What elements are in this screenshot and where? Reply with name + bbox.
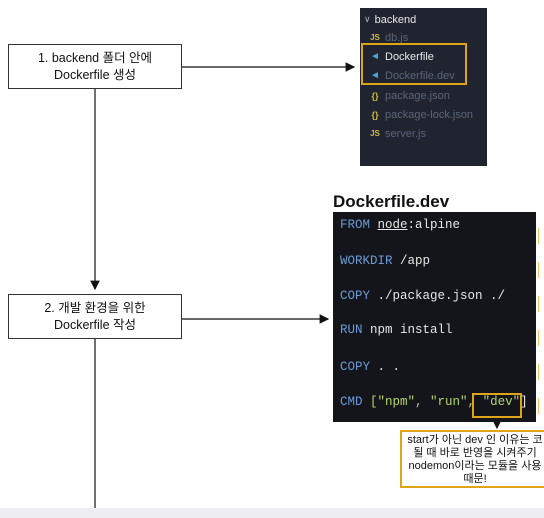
js-file-icon: JS [370, 33, 380, 42]
code-line: COPY ./package.json ./ [340, 289, 506, 303]
step-1-line1: 1. backend 폴더 안에 [37, 50, 153, 65]
code-line: CMD ["npm", "run", "dev"] [340, 395, 528, 409]
file-item[interactable]: {} package-lock.json [368, 105, 473, 124]
json-file-icon: {} [371, 109, 379, 120]
step-2-line2: Dockerfile 작성 [53, 317, 137, 332]
file-item[interactable]: JS db.js [368, 28, 408, 47]
docker-whale-icon: ◄ [370, 70, 380, 81]
json-file-icon: {} [371, 90, 379, 101]
bottom-bar [0, 508, 544, 518]
edge-mark [538, 398, 543, 414]
dev-highlight [472, 393, 522, 418]
edge-mark [538, 330, 543, 346]
edge-mark [538, 228, 543, 244]
docker-whale-icon: ◄ [370, 51, 380, 62]
file-item[interactable]: ◄ Dockerfile.dev [368, 66, 455, 85]
file-item[interactable]: ◄ Dockerfile [368, 47, 434, 66]
code-line: WORKDIR /app [340, 254, 431, 268]
code-line: FROM node:alpine [340, 218, 461, 232]
step-1-box: 1. backend 폴더 안에 Dockerfile 생성 [8, 44, 182, 89]
folder-label: backend [374, 13, 417, 26]
file-label: package.json [385, 89, 450, 102]
chevron-down-icon: ∨ [364, 14, 371, 24]
code-block: FROM node:alpine WORKDIR /app COPY ./pac… [333, 212, 536, 422]
file-label: server.js [385, 127, 426, 140]
step-2-line1: 2. 개발 환경을 위한 [44, 300, 146, 315]
file-label: db.js [385, 31, 409, 44]
edge-mark [538, 262, 543, 278]
file-label: package-lock.json [385, 108, 474, 121]
folder-backend[interactable]: ∨ backend [364, 10, 416, 29]
step-1-line2: Dockerfile 생성 [53, 67, 137, 82]
file-label: Dockerfile [385, 50, 434, 63]
file-explorer: ∨ backend JS db.js ◄ Dockerfile ◄ Docker… [360, 8, 487, 166]
file-item[interactable]: JS server.js [368, 124, 426, 143]
dockerfiles-highlight [361, 43, 467, 85]
code-line: COPY . . [340, 360, 401, 374]
step-2-box: 2. 개발 환경을 위한 Dockerfile 작성 [8, 294, 182, 339]
file-label: Dockerfile.dev [385, 69, 455, 82]
file-item[interactable]: {} package.json [368, 86, 450, 105]
js-file-icon: JS [370, 129, 380, 138]
page-edge-strip [536, 212, 544, 422]
edge-mark [538, 364, 543, 380]
code-line: RUN npm install [340, 323, 453, 337]
explanation-note: start가 아닌 dev 인 이유는 코 될 때 바로 반영을 시켜주기 no… [400, 430, 544, 488]
code-title: Dockerfile.dev [333, 192, 450, 211]
edge-mark [538, 296, 543, 312]
